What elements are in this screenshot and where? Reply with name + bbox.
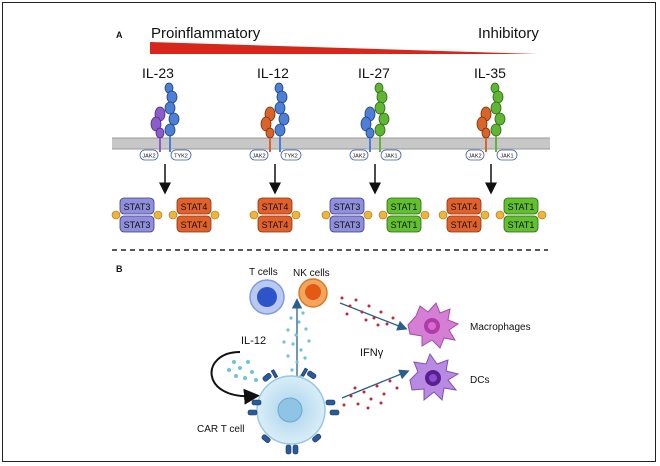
il12-jak-right: TYK2 bbox=[280, 149, 302, 161]
dendritic-cell: DCs bbox=[409, 352, 489, 402]
svg-text:STAT1: STAT1 bbox=[508, 220, 535, 230]
car-t-label: CAR T cell bbox=[197, 424, 244, 435]
ifng-dots-upper bbox=[340, 296, 395, 327]
svg-text:STAT4: STAT4 bbox=[451, 202, 478, 212]
il12-label-b: IL-12 bbox=[241, 335, 266, 347]
il12-receptor-icon bbox=[260, 82, 290, 152]
nk-cells-label: NK cells bbox=[293, 268, 330, 279]
il35-jak-right: JAK1 bbox=[496, 149, 518, 161]
svg-text:STAT4: STAT4 bbox=[451, 220, 478, 230]
il12-autocrine-arrow bbox=[210, 351, 260, 405]
il12-secretion-dots bbox=[282, 311, 311, 378]
il12-stat4-dimer: STAT4 STAT4 bbox=[249, 197, 301, 233]
il27-receptor-icon bbox=[360, 82, 390, 152]
svg-text:STAT4: STAT4 bbox=[181, 202, 208, 212]
macrophage-cell: Macrophages bbox=[407, 302, 531, 349]
il12-label: IL-12 bbox=[257, 65, 289, 81]
ifng-to-dc-arrow bbox=[341, 369, 410, 399]
svg-text:STAT4: STAT4 bbox=[262, 202, 289, 212]
car-receptors bbox=[247, 367, 340, 455]
il23-receptor-icon bbox=[150, 82, 180, 152]
t-cell: T cells bbox=[249, 267, 285, 315]
il35-jak-left: JAK2 bbox=[465, 149, 485, 161]
svg-text:STAT4: STAT4 bbox=[262, 220, 289, 230]
svg-text:TYK2: TYK2 bbox=[284, 154, 298, 160]
il35-stat4-dimer: STAT4 STAT4 bbox=[438, 197, 490, 233]
il35-receptor-group: IL-35 JAK2 JAK1 STAT4 STAT4 bbox=[438, 65, 547, 233]
svg-text:STAT3: STAT3 bbox=[334, 220, 361, 230]
il23-stat4-dimer: STAT4 STAT4 bbox=[168, 197, 220, 233]
svg-text:STAT3: STAT3 bbox=[124, 202, 151, 212]
svg-text:STAT3: STAT3 bbox=[124, 220, 151, 230]
svg-text:JAK1: JAK1 bbox=[384, 154, 397, 160]
ifng-label: IFNγ bbox=[360, 347, 384, 359]
il23-label: IL-23 bbox=[142, 65, 174, 81]
svg-text:STAT3: STAT3 bbox=[334, 202, 361, 212]
il27-stat3-dimer: STAT3 STAT3 bbox=[321, 197, 373, 233]
svg-text:STAT1: STAT1 bbox=[391, 202, 418, 212]
ifng-dots-lower bbox=[342, 379, 399, 410]
il23-jak-left: JAK2 bbox=[139, 149, 159, 161]
il35-label: IL-35 bbox=[474, 65, 506, 81]
cell-membrane bbox=[112, 138, 550, 149]
gradient-left-label: Proinflammatory bbox=[151, 25, 261, 42]
il23-jak-right: TYK2 bbox=[170, 149, 192, 161]
svg-text:JAK1: JAK1 bbox=[500, 154, 513, 160]
il23-receptor-group: IL-23 JAK2 TYK2 STAT3 STAT bbox=[111, 65, 220, 233]
t-cells-label: T cells bbox=[249, 267, 278, 278]
svg-text:STAT1: STAT1 bbox=[508, 202, 535, 212]
gradient-right-label: Inhibitory bbox=[478, 25, 539, 42]
il27-jak-left: JAK2 bbox=[349, 149, 369, 161]
il23-stat3-dimer: STAT3 STAT3 bbox=[111, 197, 163, 233]
il27-stat1-dimer: STAT1 STAT1 bbox=[378, 197, 430, 233]
svg-text:TYK2: TYK2 bbox=[174, 154, 188, 160]
il12-autocrine-dots bbox=[227, 360, 258, 382]
il12-jak-left: JAK2 bbox=[249, 149, 269, 161]
il27-label: IL-27 bbox=[358, 65, 390, 81]
car-t-cell: CAR T cell bbox=[197, 367, 340, 455]
panel-b-label: B bbox=[116, 264, 123, 274]
svg-text:STAT1: STAT1 bbox=[391, 220, 418, 230]
il35-receptor-icon bbox=[476, 82, 506, 152]
inflammation-gradient-wedge bbox=[150, 42, 538, 54]
svg-text:JAK2: JAK2 bbox=[468, 154, 481, 160]
macrophages-label: Macrophages bbox=[470, 322, 531, 333]
nk-cell: NK cells bbox=[293, 268, 330, 308]
panel-a-label: A bbox=[116, 30, 123, 40]
il35-stat1-dimer: STAT1 STAT1 bbox=[495, 197, 547, 233]
dcs-label: DCs bbox=[470, 375, 489, 386]
il27-receptor-group: IL-27 JAK2 JAK1 STAT3 STAT3 bbox=[321, 65, 430, 233]
svg-text:JAK2: JAK2 bbox=[352, 154, 365, 160]
svg-text:JAK2: JAK2 bbox=[252, 154, 265, 160]
il27-jak-right: JAK1 bbox=[380, 149, 402, 161]
svg-text:STAT4: STAT4 bbox=[181, 220, 208, 230]
figure-frame bbox=[2, 2, 656, 462]
svg-text:JAK2: JAK2 bbox=[142, 154, 155, 160]
il12-receptor-group: IL-12 JAK2 TYK2 STAT4 STAT4 bbox=[249, 65, 302, 233]
